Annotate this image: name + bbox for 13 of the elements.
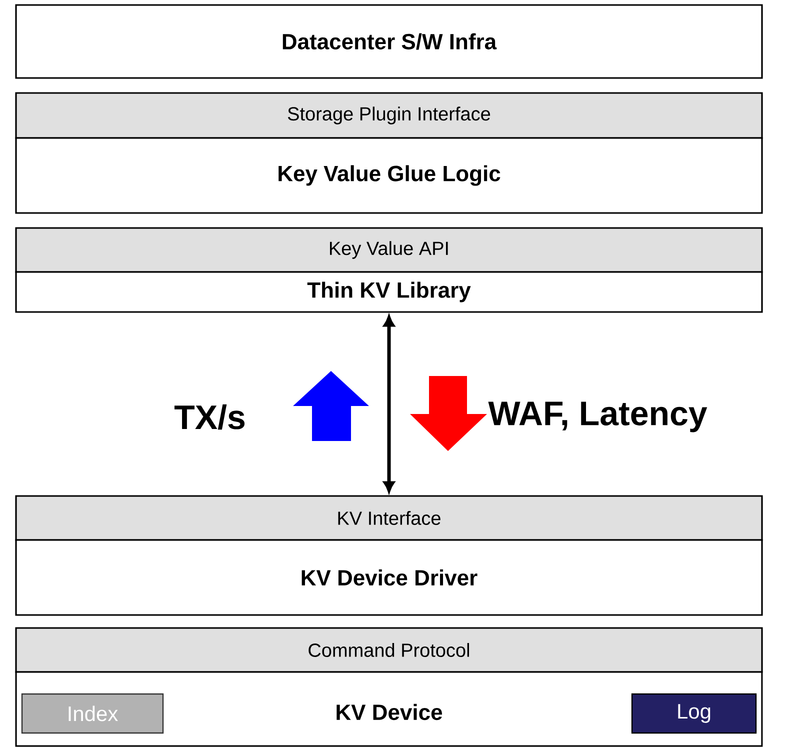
layer-box: Key Value Glue Logic <box>15 137 763 214</box>
double-arrow <box>383 316 395 492</box>
metric-label: WAF, Latency <box>488 402 708 432</box>
layer-box: KV Device Driver <box>15 539 763 616</box>
layer-box: Datacenter S/W Infra <box>15 4 763 79</box>
interface-band: Command Protocol <box>15 627 763 673</box>
interface-band: Key Value API <box>15 227 763 273</box>
interface-band: KV Interface <box>15 495 763 541</box>
layer-box: Thin KV Library <box>15 271 763 313</box>
interface-band: Storage Plugin Interface <box>15 92 763 139</box>
metric-label: TX/s <box>174 404 245 430</box>
log-box: Log <box>631 693 757 734</box>
index-box: Index <box>21 693 164 734</box>
